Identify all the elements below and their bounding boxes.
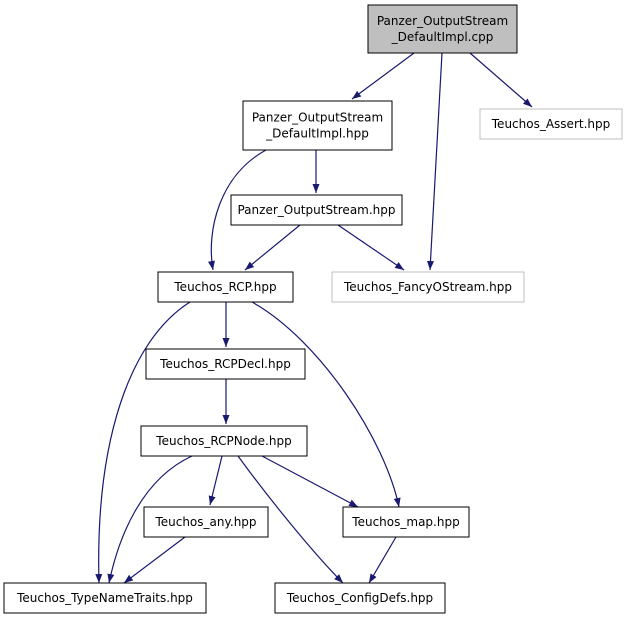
node-label: Teuchos_RCPDecl.hpp bbox=[159, 357, 291, 371]
node-label: Teuchos_ConfigDefs.hpp bbox=[286, 591, 433, 605]
edge-rcpnode-to-any bbox=[208, 455, 223, 506]
node-box bbox=[143, 506, 269, 538]
node-rcp[interactable]: Teuchos_RCP.hpp bbox=[157, 271, 294, 303]
edge-rcpnode-to-typenametraits bbox=[107, 455, 193, 584]
node-box bbox=[331, 271, 525, 303]
node-any[interactable]: Teuchos_any.hpp bbox=[143, 506, 269, 538]
node-box bbox=[479, 108, 623, 140]
node-label: Panzer_OutputStream.hpp bbox=[237, 203, 395, 217]
node-label: Panzer_OutputStream bbox=[252, 111, 383, 125]
node-label: Teuchos_Assert.hpp bbox=[491, 117, 610, 131]
edge-root-to-assert bbox=[469, 52, 533, 108]
node-label: Teuchos_TypeNameTraits.hpp bbox=[16, 591, 193, 605]
edge-outputstream-to-fancyostream bbox=[337, 224, 405, 271]
node-fancyostream[interactable]: Teuchos_FancyOStream.hpp bbox=[331, 271, 525, 303]
node-label: Panzer_OutputStream bbox=[377, 14, 508, 28]
node-outputstream[interactable]: Panzer_OutputStream.hpp bbox=[230, 194, 403, 226]
node-label: Teuchos_FancyOStream.hpp bbox=[343, 280, 512, 294]
node-label: Teuchos_any.hpp bbox=[154, 515, 256, 529]
node-root[interactable]: Panzer_OutputStream _DefaultImpl.cpp bbox=[367, 4, 518, 54]
node-map[interactable]: Teuchos_map.hpp bbox=[342, 506, 470, 538]
edge-rcpnode-to-configdefs bbox=[237, 455, 344, 584]
node-rcpdecl[interactable]: Teuchos_RCPDecl.hpp bbox=[145, 348, 306, 380]
node-rcpnode[interactable]: Teuchos_RCPNode.hpp bbox=[140, 425, 308, 457]
node-box bbox=[367, 4, 518, 54]
edge-rcp-to-map bbox=[251, 301, 401, 508]
node-box bbox=[145, 348, 306, 380]
node-label: Teuchos_RCPNode.hpp bbox=[155, 434, 291, 448]
edge-map-to-configdefs bbox=[368, 536, 397, 584]
node-label: Teuchos_map.hpp bbox=[351, 515, 459, 529]
edge-any-to-typenametraits bbox=[123, 536, 186, 584]
node-box bbox=[230, 194, 403, 226]
node-impl-hpp[interactable]: Panzer_OutputStream _DefaultImpl.hpp bbox=[242, 100, 393, 151]
edges bbox=[95, 52, 533, 584]
node-label: _DefaultImpl.hpp bbox=[265, 127, 369, 141]
node-configdefs[interactable]: Teuchos_ConfigDefs.hpp bbox=[274, 582, 446, 614]
node-box bbox=[274, 582, 446, 614]
edge-rcp-to-typenametraits bbox=[95, 301, 191, 584]
edge-outputstream-to-rcp bbox=[244, 224, 301, 271]
edge-rcpnode-to-map bbox=[261, 455, 359, 508]
node-label: Teuchos_RCP.hpp bbox=[173, 280, 276, 294]
node-box bbox=[140, 425, 308, 457]
node-box bbox=[157, 271, 294, 303]
node-label: _DefaultImpl.cpp bbox=[391, 30, 494, 44]
node-box bbox=[242, 100, 393, 151]
node-typenametraits[interactable]: Teuchos_TypeNameTraits.hpp bbox=[3, 582, 207, 614]
node-assert[interactable]: Teuchos_Assert.hpp bbox=[479, 108, 623, 140]
edge-root-to-impl-hpp bbox=[351, 52, 415, 100]
node-box bbox=[342, 506, 470, 538]
edge-impl-hpp-to-rcp bbox=[208, 149, 267, 271]
edge-root-to-fancyostream bbox=[427, 52, 443, 271]
node-box bbox=[3, 582, 207, 614]
